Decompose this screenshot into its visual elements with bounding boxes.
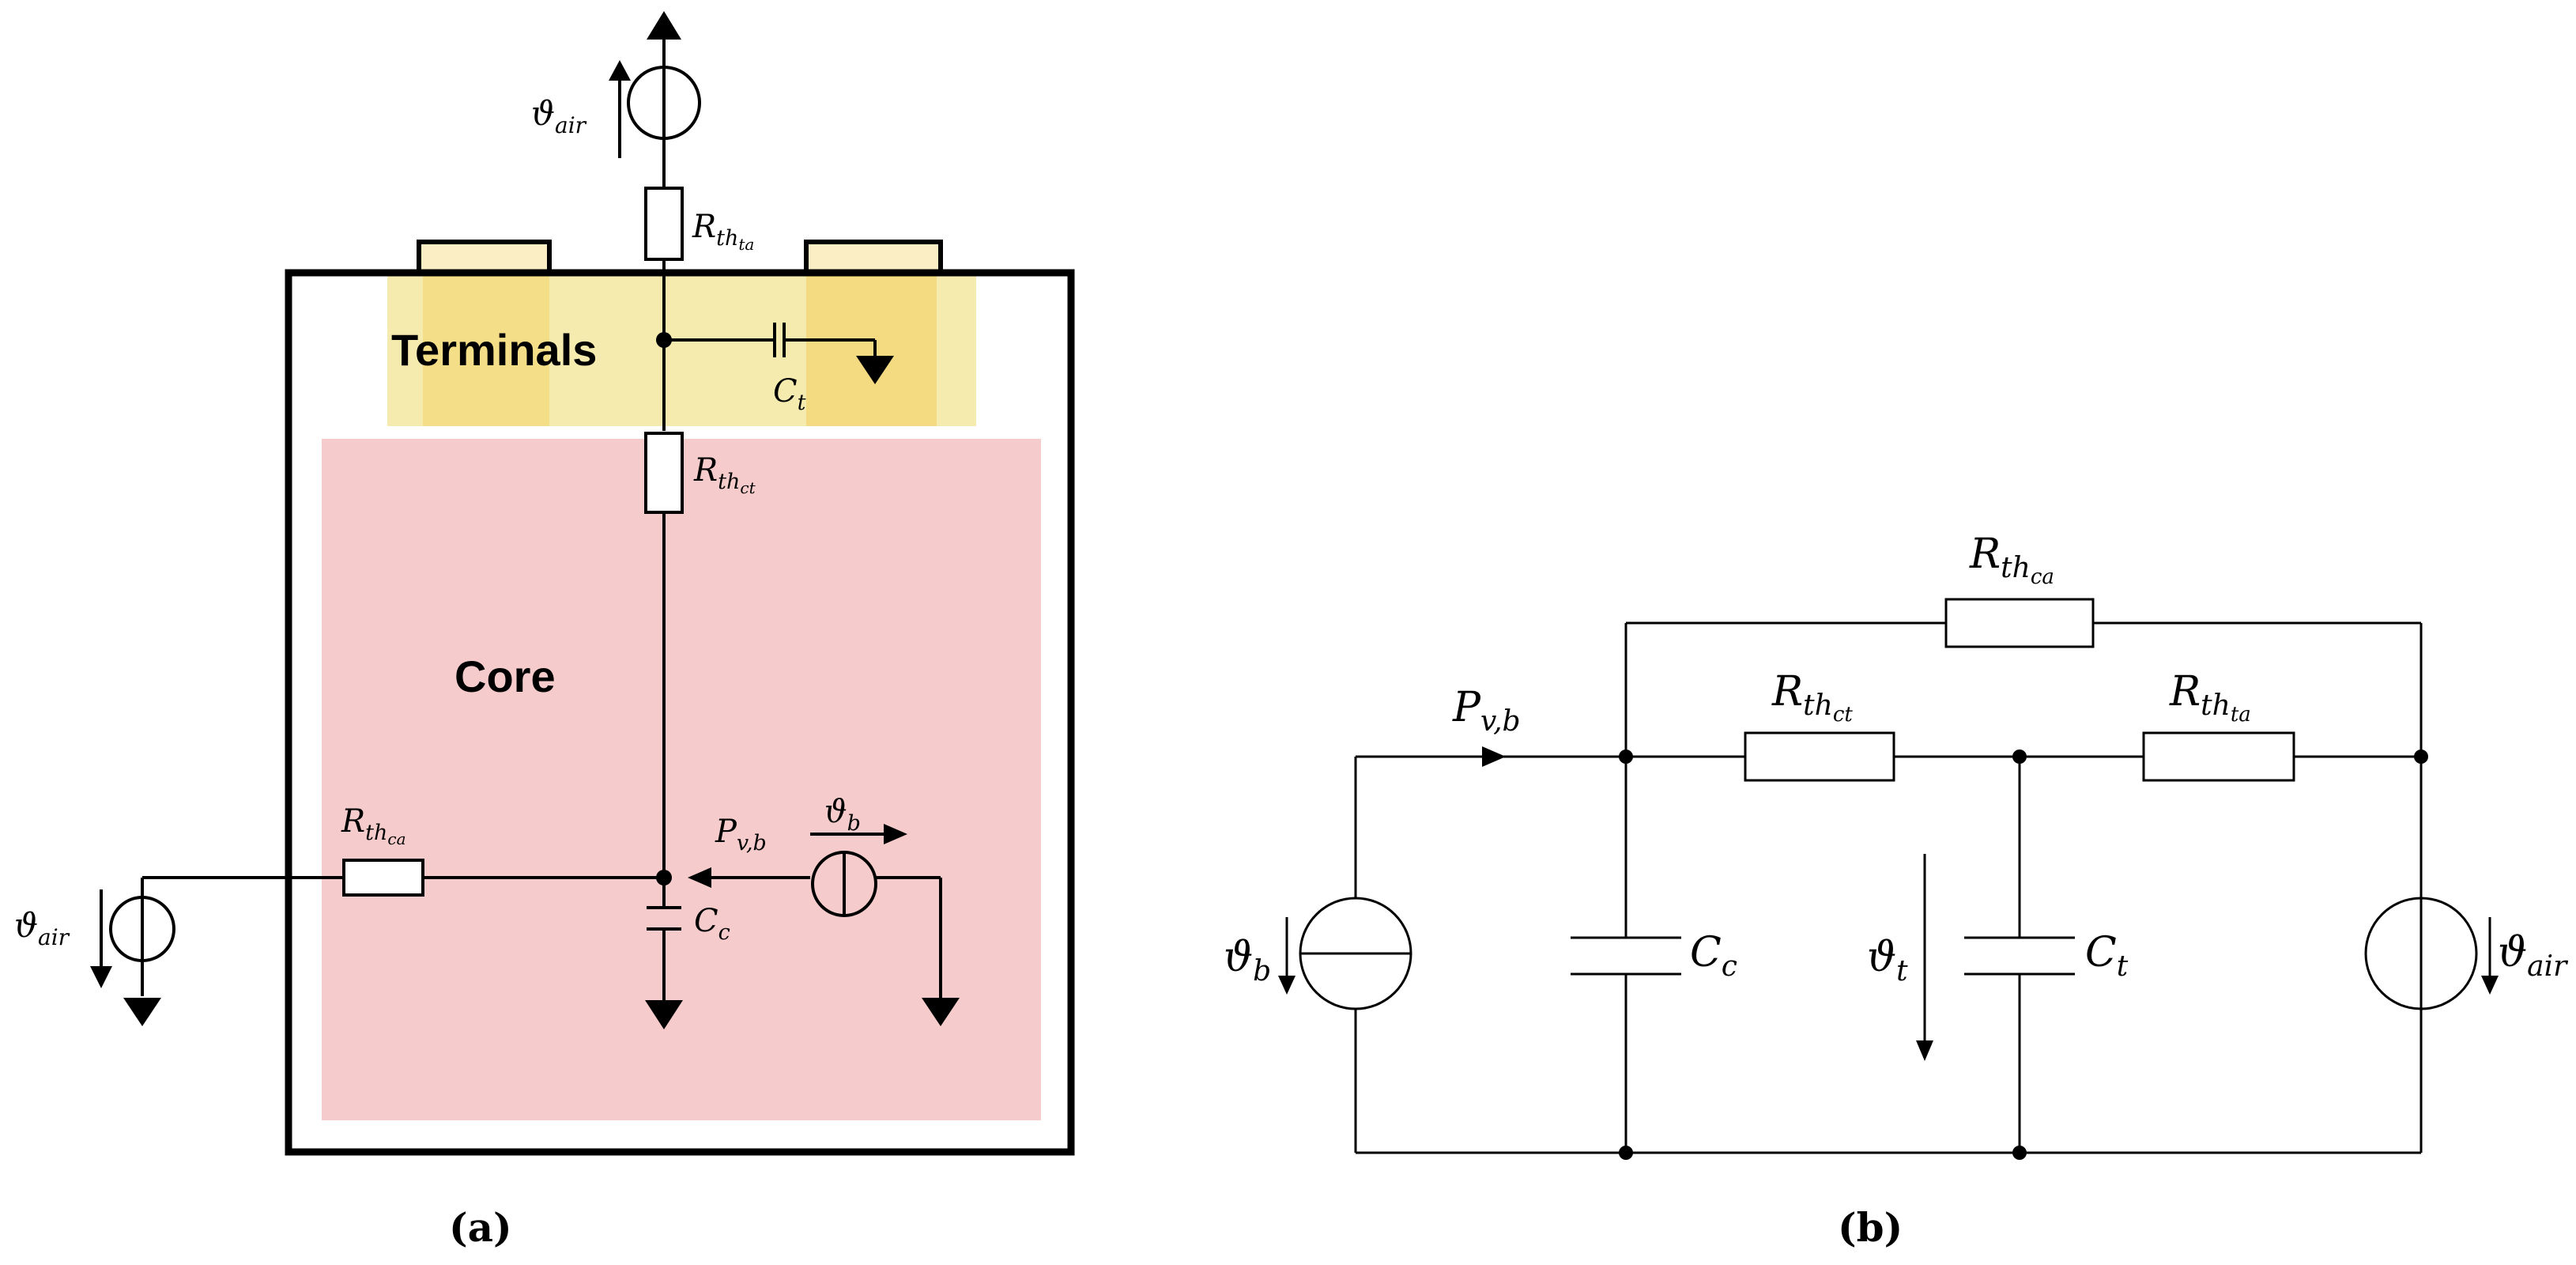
node-b-4 xyxy=(1619,1146,1633,1160)
arrow-theta-air-top xyxy=(609,60,631,81)
resistor-r-th-ta xyxy=(644,187,684,261)
arrow-b-theta-b xyxy=(1278,976,1296,995)
label-b-theta-t: ϑt xyxy=(1867,934,1908,987)
resistor-r-th-ca xyxy=(342,859,424,897)
terminal-pad-left xyxy=(423,274,549,426)
label-a-c-t: Ct xyxy=(773,373,806,415)
ground-left xyxy=(123,998,161,1026)
label-terminals: Terminals xyxy=(391,325,597,375)
resistor-b-r-th-ct xyxy=(1744,731,1895,782)
arrow-theta-air-left xyxy=(90,966,112,988)
resistor-r-th-ct xyxy=(644,432,684,514)
caption-a: (a) xyxy=(449,1204,512,1251)
arrow-b-theta-t xyxy=(1916,1040,1933,1061)
arrow-b-theta-air xyxy=(2481,976,2499,995)
caption-b: (b) xyxy=(1838,1204,1903,1251)
arrow-p-vb xyxy=(688,867,711,888)
cell-housing xyxy=(285,269,1075,1156)
node-b-5 xyxy=(2012,1146,2027,1160)
terminal-post-left xyxy=(417,240,552,276)
label-a-c-c: Cc xyxy=(694,903,730,945)
label-b-c-t: Ct xyxy=(2085,929,2129,983)
label-b-c-c: Cc xyxy=(1690,929,1737,983)
label-a-r-th-ta: Rthta xyxy=(692,209,754,254)
ground-cc xyxy=(645,1000,683,1029)
label-a-r-th-ct: Rthct xyxy=(693,452,756,497)
arrow-top-exit xyxy=(647,11,681,40)
arrow-theta-b xyxy=(884,824,907,844)
core-region xyxy=(322,439,1041,1120)
label-b-r-th-ta: Rthta xyxy=(2169,668,2251,727)
ground-ct xyxy=(856,356,894,384)
ground-source xyxy=(922,998,960,1026)
label-a-p-vb: Pv,b xyxy=(715,814,767,855)
arrow-b-p-vb xyxy=(1482,746,1506,767)
terminal-post-right xyxy=(804,240,943,276)
label-b-theta-air: ϑair xyxy=(2498,929,2568,983)
resistor-b-r-th-ca xyxy=(1944,598,2095,648)
label-b-p-vb: Pv,b xyxy=(1452,684,1521,738)
node-b-3 xyxy=(2414,750,2428,764)
panel-a: Terminals Core ϑair Rthta Ct Rthct Rthca… xyxy=(14,11,1075,1251)
node-b-2 xyxy=(2012,750,2027,764)
panel-b: Rthca Rthct Rthta Pv,b Cc Ct ϑb ϑt ϑair … xyxy=(1224,531,2568,1251)
node-b-1 xyxy=(1619,750,1633,764)
label-a-theta-air-left: ϑair xyxy=(14,906,70,950)
terminal-pad-right xyxy=(806,274,937,426)
label-a-theta-b: ϑb xyxy=(824,794,861,836)
label-a-r-th-ca: Rthca xyxy=(341,803,406,848)
label-core: Core xyxy=(454,651,556,701)
label-b-r-th-ct: Rthct xyxy=(1771,668,1853,727)
resistor-b-r-th-ta xyxy=(2142,731,2295,782)
label-a-theta-air-top: ϑair xyxy=(531,94,587,138)
label-b-theta-b: ϑb xyxy=(1224,934,1271,987)
label-b-r-th-ca: Rthca xyxy=(1969,531,2054,589)
